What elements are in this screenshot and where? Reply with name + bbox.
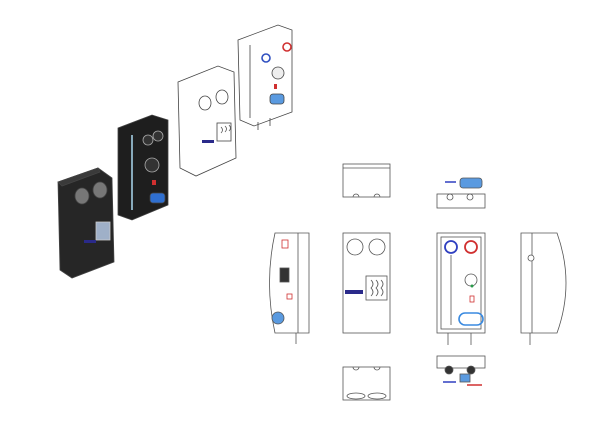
left-side-view: [269, 232, 310, 344]
black-backplate-iso: [117, 114, 169, 221]
cover-bottom-view: [342, 366, 391, 401]
unit-top-view: [436, 177, 486, 209]
white-cover-iso: [177, 65, 237, 177]
black-cover-iso: [57, 167, 115, 279]
front-open-view: [436, 232, 486, 345]
cover-front-view: [342, 232, 391, 334]
isometric-exploded-view: [57, 24, 293, 279]
cover-top-view: [342, 163, 391, 198]
orthographic-views: [269, 163, 567, 401]
open-unit-iso: [237, 24, 293, 130]
unit-bottom-view: [436, 355, 486, 386]
right-side-view: [520, 232, 567, 345]
